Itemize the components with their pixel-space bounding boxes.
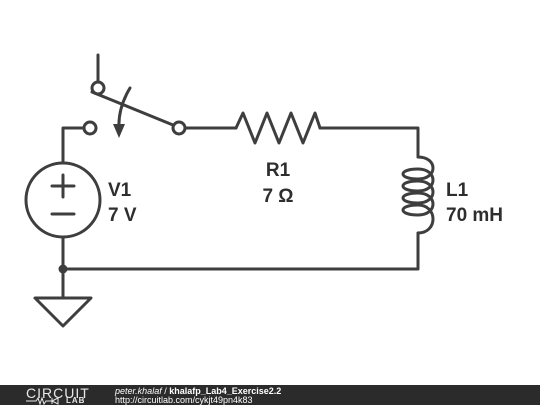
title-separator: /	[161, 386, 170, 396]
wire-inductor-to-ground	[61, 231, 420, 271]
project-title[interactable]: khalafp_Lab4_Exercise2.2	[169, 386, 282, 396]
inductor-symbol	[401, 155, 435, 235]
inductor-name-label: L1	[446, 180, 469, 201]
wire-resistor-to-inductor	[318, 126, 420, 159]
source-name-label: V1	[108, 180, 132, 201]
ground-symbol	[33, 296, 93, 328]
footer-title: peter.khalaf / khalafp_Lab4_Exercise2.2	[115, 386, 281, 396]
switch-left-terminal	[82, 120, 98, 136]
resistor-name-label: R1	[266, 160, 291, 181]
switch-right-terminal	[171, 120, 187, 136]
switch[interactable]	[82, 53, 187, 138]
inductor-value-label: 70 mH	[446, 205, 503, 226]
footer-bar: CIRCUIT LAB peter.khalaf / khalafp_Lab4_…	[0, 385, 540, 405]
author-link[interactable]: peter.khalaf	[115, 386, 162, 396]
switch-action-arrowhead	[113, 124, 125, 138]
source-value-label: 7 V	[108, 205, 137, 226]
wire-source-to-switch	[61, 126, 90, 165]
circuitlab-logo-icon	[26, 397, 59, 405]
resistor-value-label: 7 Ω	[262, 186, 293, 207]
voltage-source-circle	[24, 161, 102, 239]
voltage-source[interactable]	[24, 161, 102, 239]
circuitlab-logo-lab: LAB	[66, 396, 86, 405]
switch-blade	[90, 90, 175, 127]
project-url[interactable]: http://circuitlab.com/cykjt49pn4k83	[115, 395, 253, 405]
circuit-schematic: V1 7 V R1 7 Ω L1 70 mH	[24, 53, 503, 328]
resistor-symbol	[234, 111, 322, 145]
circuitlab-logo-text: CIRCUIT	[26, 385, 90, 401]
